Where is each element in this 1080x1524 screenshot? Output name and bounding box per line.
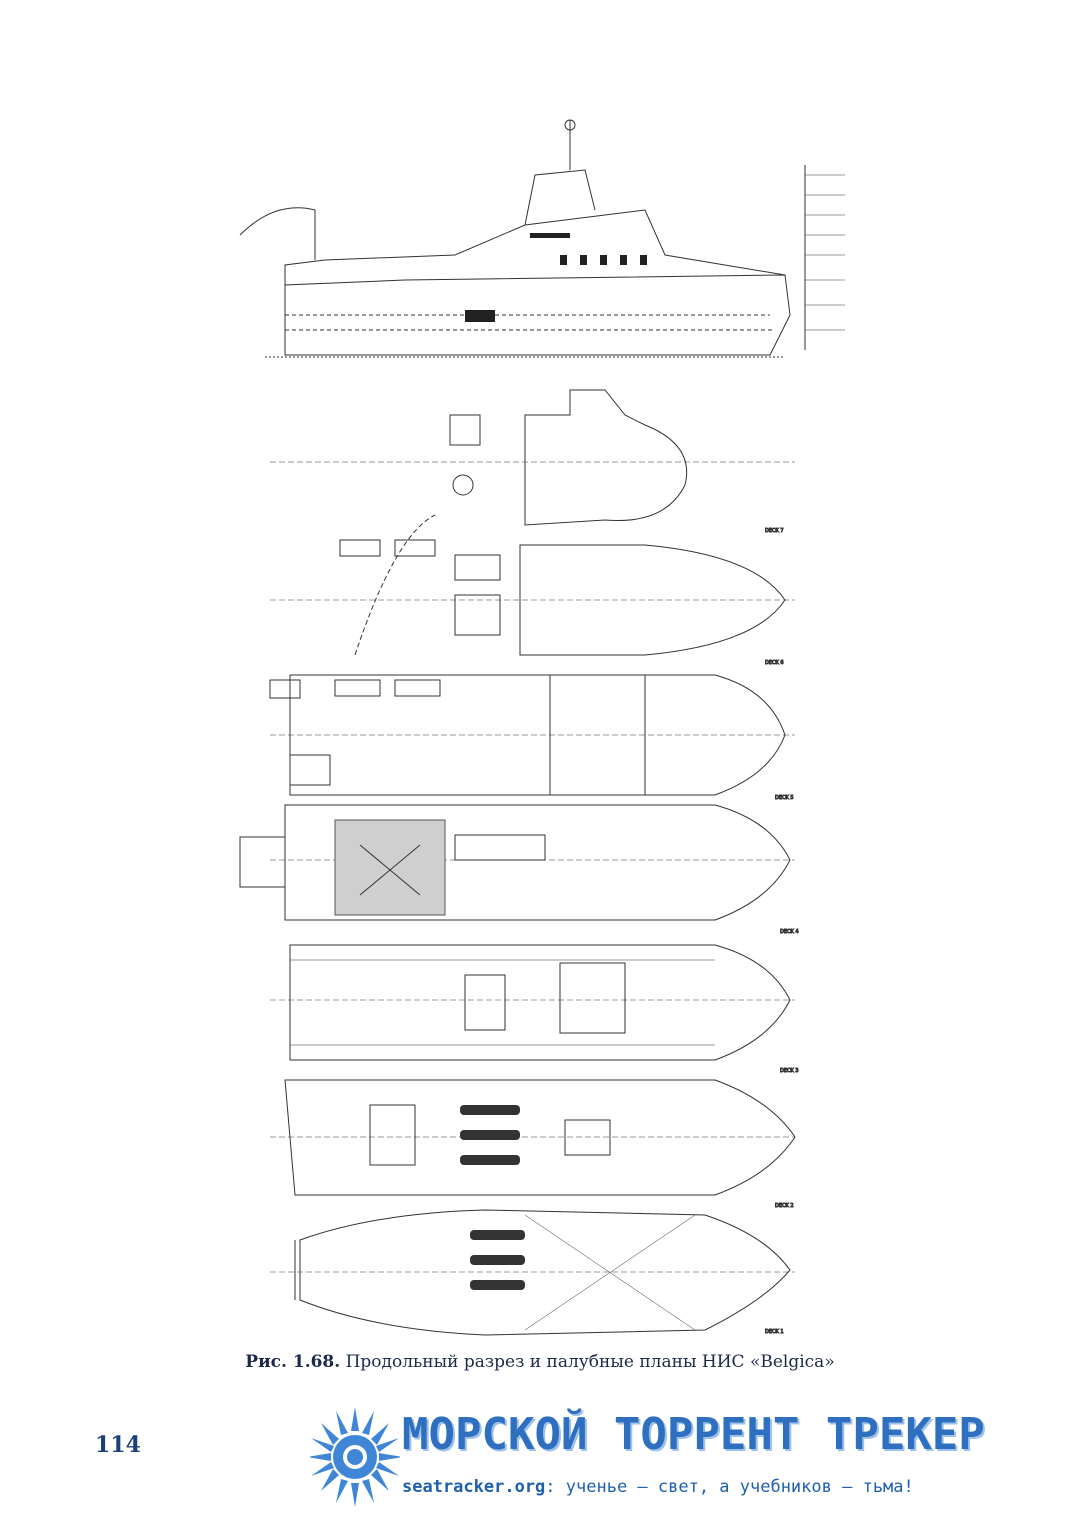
deck-6-label: DECK 6 [765,660,784,666]
ship-drawing-figure: DECK 7 DECK 6 DECK 5 [225,115,855,1345]
page-number: 114 [95,1432,141,1458]
ship-plans-svg: DECK 7 DECK 6 DECK 5 [239,119,845,1336]
deck-2-plan: DECK 2 [270,1079,796,1210]
figure-number: Рис. 1.68. [245,1352,341,1372]
deck-1-label: DECK 1 [765,1329,784,1335]
deck-7-label: DECK 7 [765,528,784,534]
figure-caption-text: Продольный разрез и палубные планы НИС «… [340,1352,835,1372]
deck-4-label: DECK 4 [780,929,799,935]
deck-5-label: DECK 5 [775,795,794,801]
deck-2-label: DECK 2 [775,1203,794,1209]
sun-logo-icon [310,1407,400,1507]
deck-5-plan: DECK 5 [269,674,795,802]
deck-3-plan: DECK 3 [270,944,799,1075]
deck-3-label: DECK 3 [780,1068,799,1074]
seatracker-banner[interactable]: МОРСКОЙ ТОРРЕНТ ТРЕКЕР seatracker.org: у… [310,1405,1060,1515]
deck-4-plan: DECK 4 [239,804,799,936]
site-link[interactable]: seatracker.org [402,1477,546,1497]
deck-7-plan: DECK 7 [270,389,795,535]
longitudinal-section [239,119,845,358]
deck-6-plan: DECK 6 [270,514,795,667]
banner-tagline: seatracker.org: ученье — свет, а учебник… [402,1477,914,1497]
banner-title: МОРСКОЙ ТОРРЕНТ ТРЕКЕР [402,1409,985,1460]
deck-1-plan: DECK 1 [270,1209,795,1336]
tagline-text: : ученье — свет, а учебников — тьма! [545,1477,914,1497]
figure-caption: Рис. 1.68. Продольный разрез и палубные … [0,1352,1080,1372]
